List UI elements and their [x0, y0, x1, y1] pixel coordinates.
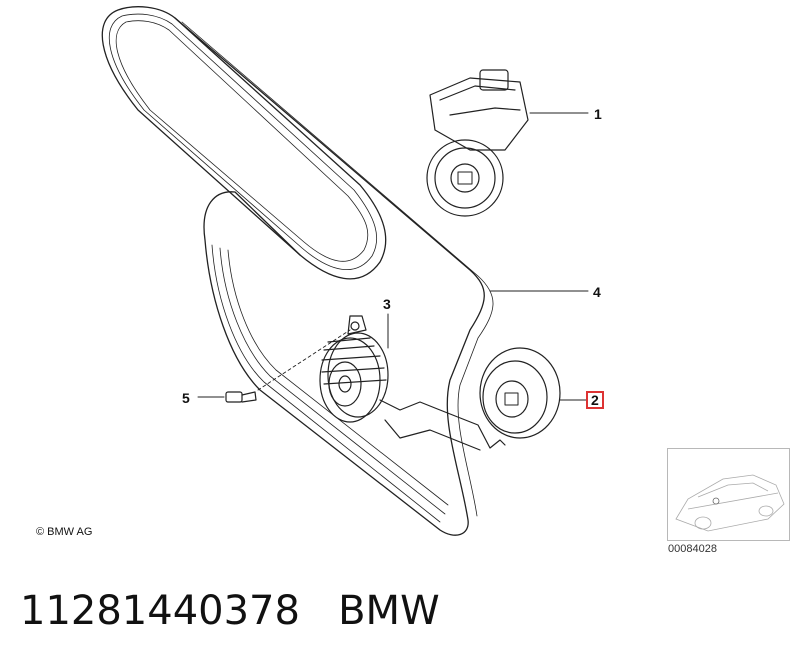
ribbed-belt [101, 6, 494, 536]
callout-2: 2 [586, 391, 604, 409]
leader-lines [197, 112, 589, 401]
callout-3: 3 [383, 296, 391, 312]
brand-name: BMW [338, 588, 440, 634]
part-footer: 11281440378 BMW [20, 588, 440, 634]
vehicle-thumbnail[interactable] [667, 448, 790, 541]
belt-drive-diagram [101, 6, 589, 536]
callout-1: 1 [594, 106, 602, 122]
car-outline-icon [675, 474, 785, 532]
part-number: 11281440378 [20, 588, 300, 634]
callout-4: 4 [593, 284, 601, 300]
idler-pulley [479, 347, 561, 439]
belt-tensioner [426, 69, 529, 217]
callout-5: 5 [182, 390, 190, 406]
bolt [225, 329, 351, 403]
deflection-pulley [319, 315, 506, 451]
copyright-label: © BMW AG [36, 526, 93, 538]
diagram-code: 00084028 [668, 543, 717, 555]
